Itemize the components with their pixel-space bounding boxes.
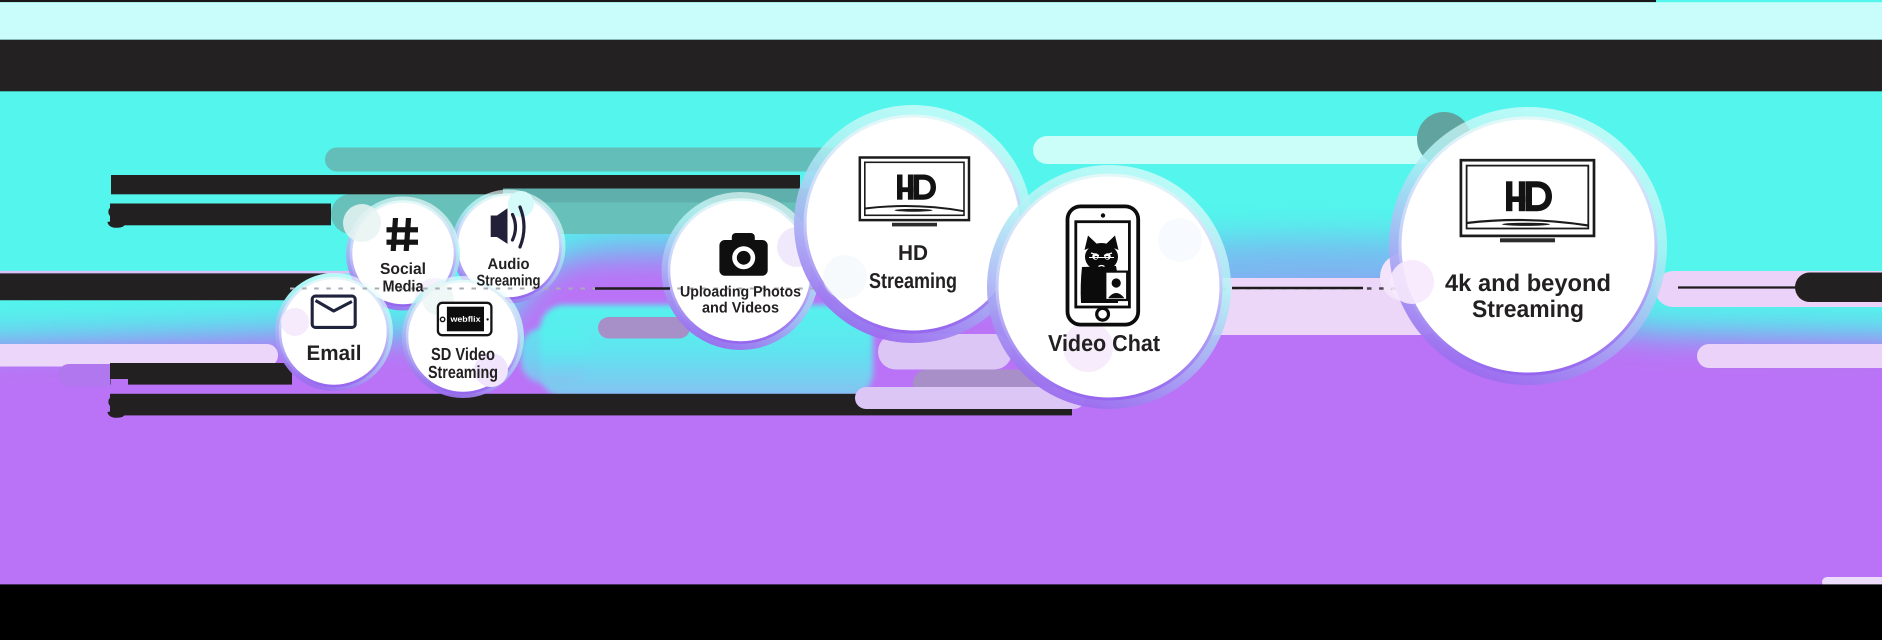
svg-text:Audio: Audio <box>487 256 529 273</box>
svg-text:Social: Social <box>380 261 426 278</box>
svg-text:and Videos: and Videos <box>702 299 779 316</box>
svg-text:Media: Media <box>382 278 423 295</box>
svg-text:Streaming: Streaming <box>428 362 498 382</box>
svg-text:Streaming: Streaming <box>476 272 540 289</box>
svg-text:Uploading Photos: Uploading Photos <box>680 283 801 300</box>
svg-text:webflix: webflix <box>449 315 481 324</box>
svg-text:Email: Email <box>306 342 361 365</box>
svg-text:Streaming: Streaming <box>869 269 957 293</box>
svg-text:Video Chat: Video Chat <box>1048 330 1160 356</box>
svg-text:HD: HD <box>898 241 928 265</box>
svg-text:SD Video: SD Video <box>431 344 495 364</box>
svg-text:4k and beyond: 4k and beyond <box>1445 270 1611 297</box>
svg-text:Streaming: Streaming <box>1472 296 1584 323</box>
